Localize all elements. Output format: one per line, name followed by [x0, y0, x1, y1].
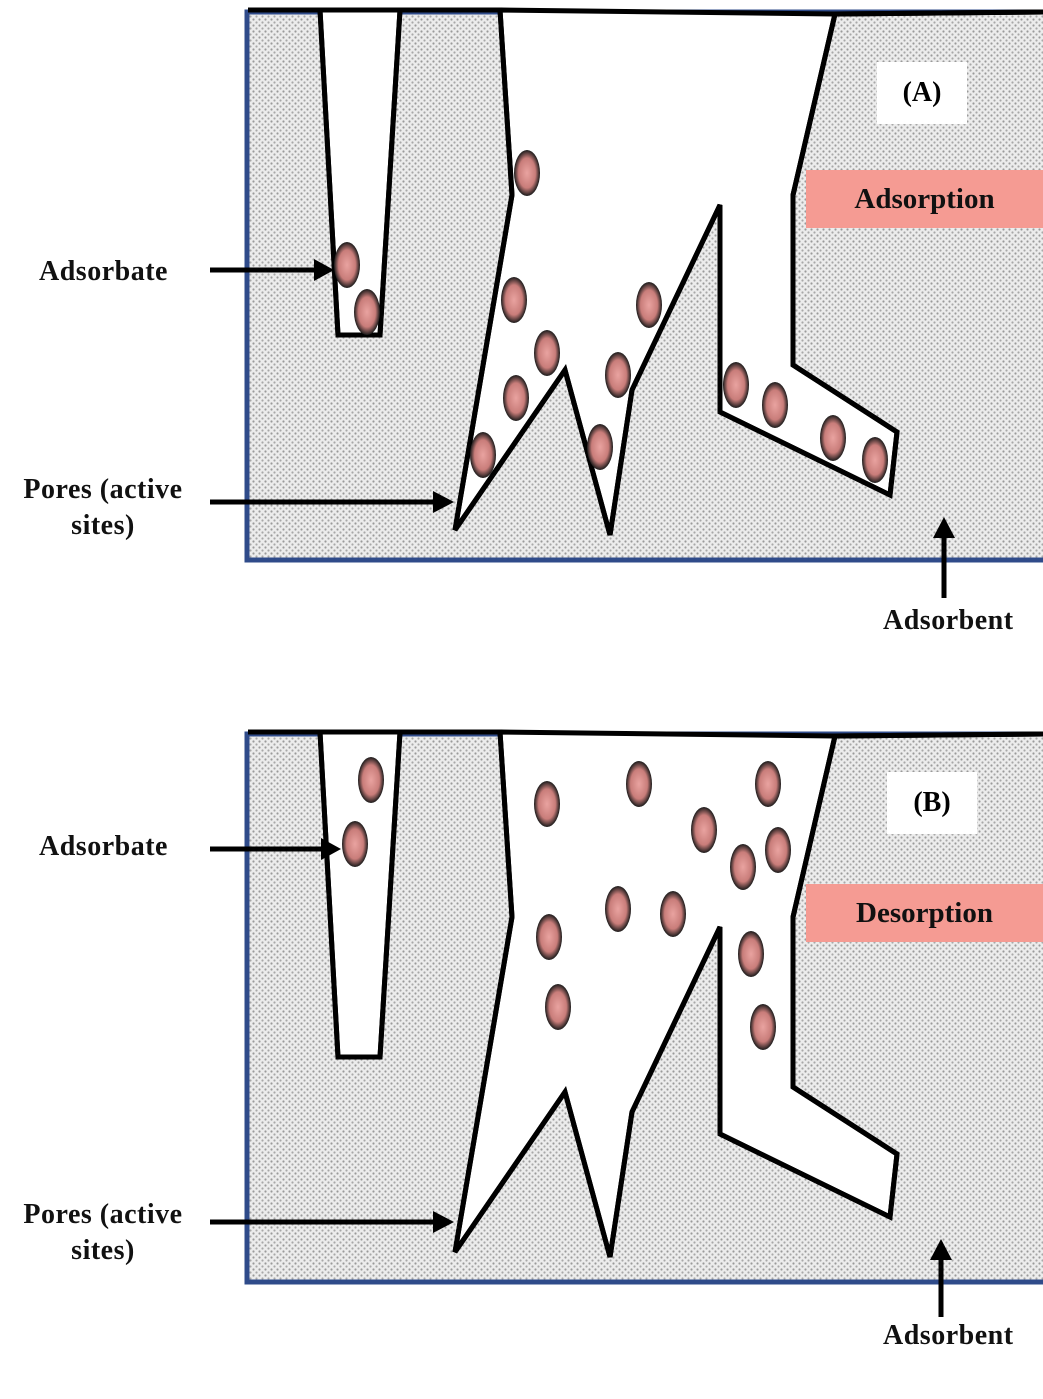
pores-label: Pores (active sites): [8, 472, 198, 544]
adsorbate-particle: [820, 415, 846, 461]
process-label: Adsorption: [806, 170, 1043, 228]
pores-label: Pores (active sites): [8, 1197, 198, 1269]
adsorbent-label: Adsorbent: [883, 1318, 1014, 1354]
adsorbate-particle: [723, 362, 749, 408]
adsorbate-particle: [334, 242, 360, 288]
pores-label-line1: Pores (active: [8, 472, 198, 508]
adsorbate-particle: [660, 891, 686, 937]
adsorbate-particle: [626, 761, 652, 807]
adsorbate-particle: [354, 289, 380, 335]
adsorbate-particle: [514, 150, 540, 196]
adsorbate-particle: [605, 352, 631, 398]
process-label: Desorption: [806, 884, 1043, 942]
adsorbate-label: Adsorbate: [39, 829, 168, 865]
adsorbate-particle: [503, 375, 529, 421]
panel-label: (A): [877, 62, 967, 124]
adsorbate-particle: [755, 761, 781, 807]
adsorbate-particle: [750, 1004, 776, 1050]
pores-label-line2: sites): [8, 508, 198, 544]
adsorbate-particle: [470, 432, 496, 478]
adsorbate-particle: [862, 437, 888, 483]
adsorbate-particle: [501, 277, 527, 323]
adsorbate-label: Adsorbate: [39, 254, 168, 290]
adsorbate-particle: [342, 821, 368, 867]
adsorbate-particle: [636, 282, 662, 328]
adsorbate-particle: [534, 781, 560, 827]
pores-label-line2: sites): [8, 1233, 198, 1269]
panel-adsorption: (A) Adsorption Adsorbate Pores (active s…: [0, 0, 1043, 677]
adsorbate-particle: [691, 807, 717, 853]
adsorbent-label: Adsorbent: [883, 603, 1014, 639]
adsorbate-particle: [605, 886, 631, 932]
pores-label-line1: Pores (active: [8, 1197, 198, 1233]
adsorbate-particle: [738, 931, 764, 977]
adsorbate-particle: [545, 984, 571, 1030]
adsorbate-particle: [765, 827, 791, 873]
panel-label: (B): [887, 772, 977, 834]
panel-desorption: (B) Desorption Adsorbate Pores (active s…: [0, 722, 1043, 1399]
adsorbate-particle: [762, 382, 788, 428]
adsorbate-particle: [358, 757, 384, 803]
adsorbate-particle: [587, 424, 613, 470]
adsorbate-particle: [534, 330, 560, 376]
adsorbate-particle: [730, 844, 756, 890]
adsorbate-particle: [536, 914, 562, 960]
